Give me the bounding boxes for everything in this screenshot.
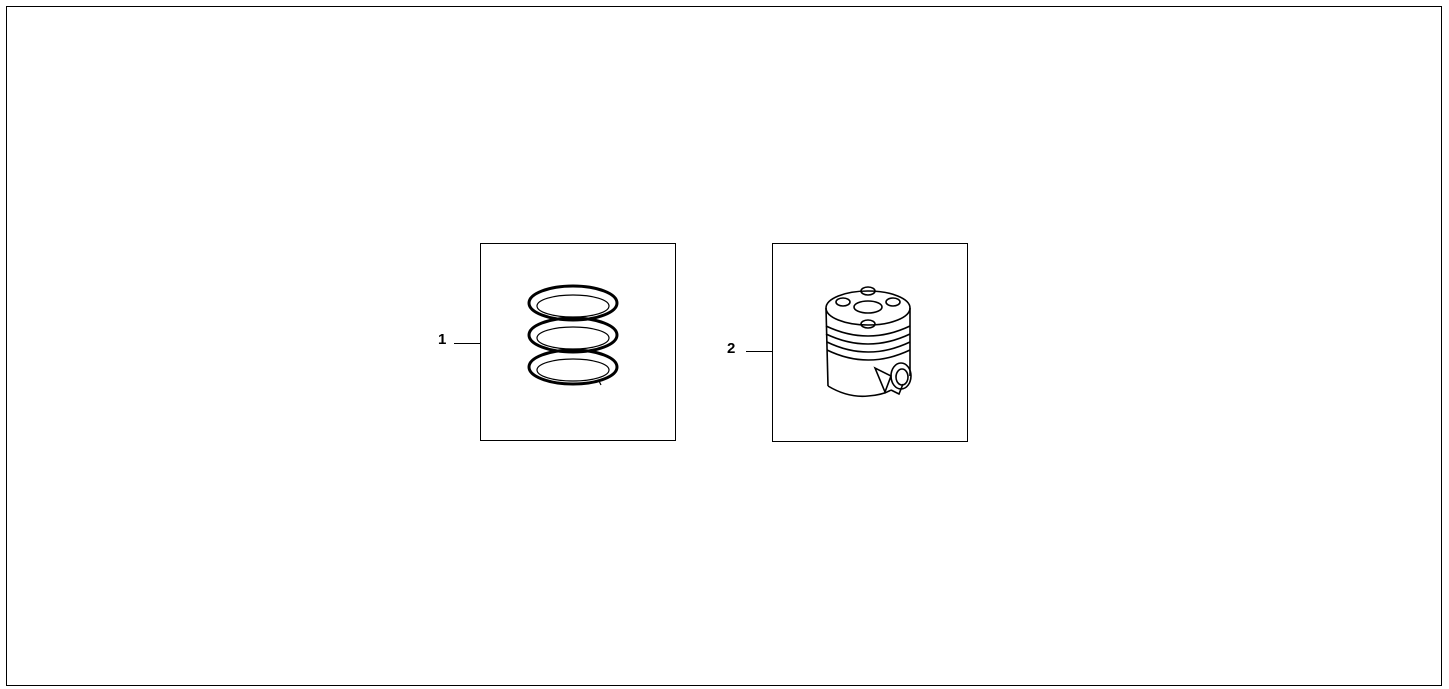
diagram-frame: 1 2 [6, 6, 1442, 686]
callout-number-2: 2 [727, 340, 736, 357]
piston-icon [825, 286, 912, 398]
part-box-2[interactable] [772, 243, 968, 442]
piston-ring-set-icon [527, 284, 619, 386]
leader-line-2 [746, 351, 772, 352]
part-box-1[interactable] [480, 243, 676, 441]
leader-line-1 [454, 343, 480, 344]
callout-number-1: 1 [438, 331, 447, 348]
